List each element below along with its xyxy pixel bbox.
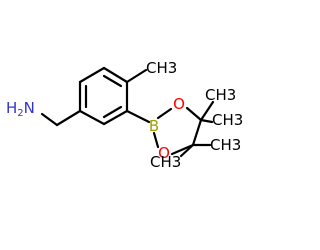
oxygen-carbon-bond [170,143,195,156]
carbon-carbon-bond [191,118,203,147]
ring-to-boron-bond [125,109,151,124]
ring-bond [78,66,106,84]
oxygen-upper-label: O [173,95,185,113]
ring-methyl-label-4: CH3 [150,153,181,171]
amine-group-label: H2N [6,99,35,119]
boron-oxygen-bond [156,107,173,120]
ring-double-bond [102,105,123,119]
ring-bond [78,109,106,126]
oxygen-carbon-bond [185,106,203,122]
structure-canvas: H2N CH3 B O O CH3 CH3 CH3 CH3 [6,59,244,171]
bond-lines [40,66,215,158]
molecule-structure: H2N CH3 B O O CH3 CH3 CH3 CH3 [6,59,243,171]
boron-label: B [149,117,159,135]
amine-h-count: 2 [17,108,23,119]
methyl-top-label: CH3 [146,59,177,77]
ring-methyl-label-1: CH3 [205,86,236,104]
methyl-bond [199,100,215,122]
ring-double-bond [102,74,123,88]
methyl-bond [199,118,214,124]
ring-methyl-label-3: CH3 [210,136,241,154]
oxygen-lower-label: O [158,144,170,162]
ring-bond [102,109,129,126]
amine-n-label: N [24,99,35,117]
ring-methyl-label-2: CH3 [212,111,243,129]
boron-oxygen-bond [152,131,160,149]
methyl-bond [179,143,195,158]
ring-bond [102,66,129,84]
methyl-bond [125,68,148,84]
amine-h-label: H [6,99,17,117]
ch2-to-amine-bond [40,112,59,127]
ring-to-ch2-bond [55,109,82,127]
